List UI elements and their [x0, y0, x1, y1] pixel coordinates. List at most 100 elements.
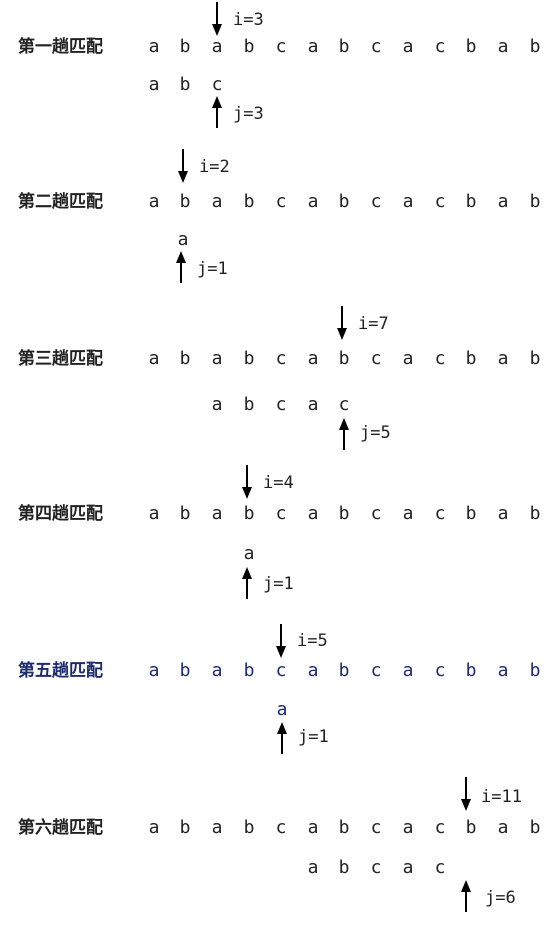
text-char: b — [243, 660, 255, 681]
pass-label: 第一趟匹配 — [18, 37, 103, 57]
text-char: a — [402, 660, 414, 681]
pass-2: 第二趟匹配 a b a b c a b c a c b a b a i=2 j=… — [0, 149, 551, 305]
text-char: b — [465, 348, 477, 369]
arrow-up-icon — [339, 418, 349, 450]
text-char: a — [307, 36, 319, 57]
text-char: c — [275, 348, 287, 369]
text-char: c — [370, 817, 382, 838]
text-char: b — [179, 503, 191, 524]
pass-label: 第五趟匹配 — [18, 661, 103, 681]
pass-3: 第三趟匹配 a b a b c a b c a c b a b a b c a … — [0, 306, 551, 462]
text-char: b — [243, 817, 255, 838]
pattern-char: c — [338, 394, 350, 415]
text-char: c — [434, 348, 446, 369]
text-char: a — [497, 503, 509, 524]
j-label: j=1 — [197, 259, 228, 279]
pattern-char: b — [243, 394, 255, 415]
text-char: a — [211, 36, 223, 57]
text-char: b — [465, 660, 477, 681]
j-label: j=1 — [263, 574, 294, 594]
j-label: j=1 — [298, 727, 329, 747]
text-char: b — [529, 503, 541, 524]
i-label: i=4 — [263, 473, 294, 493]
text-char: c — [370, 348, 382, 369]
text-char: a — [307, 191, 319, 212]
text-char: b — [465, 36, 477, 57]
text-char: a — [211, 503, 223, 524]
text-char: b — [243, 36, 255, 57]
text-char: b — [529, 191, 541, 212]
text-char: a — [148, 503, 160, 524]
text-char: b — [465, 817, 477, 838]
pass-6: 第六趟匹配 a b a b c a b c a c b a b a b c a … — [0, 777, 551, 933]
text-char: b — [243, 191, 255, 212]
text-char: a — [402, 503, 414, 524]
pattern-char: b — [338, 857, 350, 878]
pattern-char: a — [307, 394, 319, 415]
arrow-down-icon — [276, 624, 286, 658]
pattern-char: b — [179, 74, 191, 95]
pattern-char: a — [402, 857, 414, 878]
arrow-down-icon — [212, 2, 222, 36]
text-char: b — [465, 191, 477, 212]
text-char: b — [243, 503, 255, 524]
text-char: a — [148, 817, 160, 838]
pattern-char: a — [276, 699, 288, 720]
text-char: b — [338, 817, 350, 838]
text-char: b — [529, 348, 541, 369]
pass-label: 第二趟匹配 — [18, 192, 103, 212]
text-char: c — [370, 36, 382, 57]
text-char: a — [497, 817, 509, 838]
text-char: b — [338, 660, 350, 681]
text-char: c — [275, 191, 287, 212]
pattern-char: a — [148, 74, 160, 95]
text-char: a — [211, 191, 223, 212]
text-char: a — [211, 817, 223, 838]
text-char: b — [338, 348, 350, 369]
text-char: c — [275, 36, 287, 57]
text-char: b — [243, 348, 255, 369]
text-char: a — [148, 348, 160, 369]
text-char: c — [434, 817, 446, 838]
pattern-char: a — [307, 857, 319, 878]
text-char: c — [275, 503, 287, 524]
i-label: i=11 — [481, 787, 522, 807]
text-char: a — [497, 191, 509, 212]
j-label: j=6 — [485, 888, 516, 908]
text-char: b — [529, 660, 541, 681]
pass-label: 第六趟匹配 — [18, 818, 103, 838]
arrow-up-icon — [242, 567, 252, 599]
pattern-char: c — [275, 394, 287, 415]
pattern-char: c — [370, 857, 382, 878]
text-char: b — [179, 817, 191, 838]
pass-1: 第一趟匹配 a b a b c a b c a c b a b a b c i=… — [0, 0, 551, 150]
arrow-up-icon — [277, 722, 287, 754]
pattern-char: c — [434, 857, 446, 878]
text-char: c — [275, 817, 287, 838]
text-char: a — [148, 660, 160, 681]
j-label: j=3 — [233, 104, 264, 124]
arrow-up-icon — [212, 96, 222, 128]
text-char: b — [529, 817, 541, 838]
i-label: i=7 — [358, 314, 389, 334]
text-char: c — [275, 660, 287, 681]
text-char: c — [370, 191, 382, 212]
pass-5: 第五趟匹配 a b a b c a b c a c b a b a i=5 j=… — [0, 624, 551, 776]
pattern-char: c — [211, 74, 223, 95]
arrow-down-icon — [242, 465, 252, 499]
arrow-down-icon — [461, 777, 471, 811]
text-char: b — [179, 191, 191, 212]
text-char: a — [211, 660, 223, 681]
arrow-up-icon — [176, 251, 186, 283]
text-char: a — [402, 36, 414, 57]
text-char: b — [179, 36, 191, 57]
text-char: c — [434, 191, 446, 212]
pass-4: 第四趟匹配 a b a b c a b c a c b a b a i=4 j=… — [0, 465, 551, 619]
text-char: c — [434, 503, 446, 524]
text-char: a — [148, 36, 160, 57]
text-char: b — [338, 36, 350, 57]
text-char: a — [307, 348, 319, 369]
text-char: b — [338, 503, 350, 524]
text-char: b — [338, 191, 350, 212]
text-char: c — [434, 660, 446, 681]
